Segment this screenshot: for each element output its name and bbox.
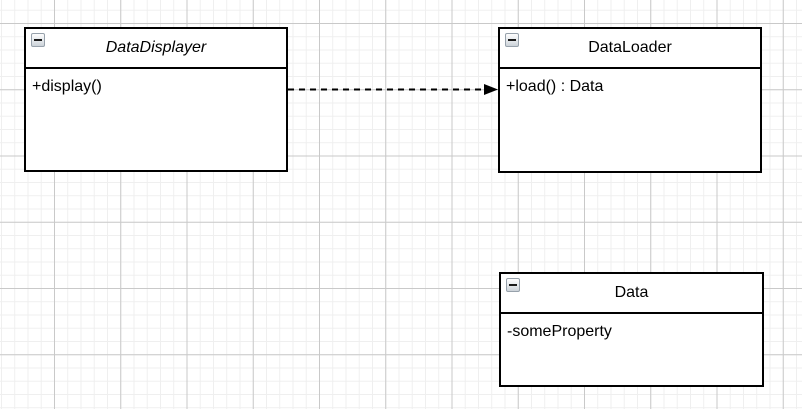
collapse-minus-icon[interactable] <box>31 33 45 47</box>
class-shape-data[interactable]: Data -someProperty <box>499 272 764 387</box>
class-title: DataLoader <box>588 39 672 56</box>
class-shape-datadisplayer[interactable]: DataDisplayer +display() <box>24 27 288 172</box>
arrowhead-icon <box>484 84 498 95</box>
class-title: Data <box>614 284 649 301</box>
collapse-minus-icon[interactable] <box>506 278 520 292</box>
class-member-section: -someProperty <box>501 314 762 350</box>
class-header: Data <box>501 274 762 314</box>
minus-glyph <box>34 39 42 41</box>
class-title: DataDisplayer <box>105 39 207 56</box>
minus-glyph <box>508 39 516 41</box>
dependency-connector-displayer-to-loader[interactable] <box>288 84 498 95</box>
minus-glyph <box>509 284 517 286</box>
class-member-section: +display() <box>26 69 286 105</box>
class-member-section: +load() : Data <box>500 69 760 105</box>
class-shape-dataloader[interactable]: DataLoader +load() : Data <box>498 27 762 173</box>
class-header: DataDisplayer <box>26 29 286 69</box>
class-member: +load() : Data <box>506 78 604 95</box>
collapse-minus-icon[interactable] <box>505 33 519 47</box>
class-member: +display() <box>32 78 102 95</box>
class-header: DataLoader <box>500 29 760 69</box>
class-member: -someProperty <box>507 323 612 340</box>
